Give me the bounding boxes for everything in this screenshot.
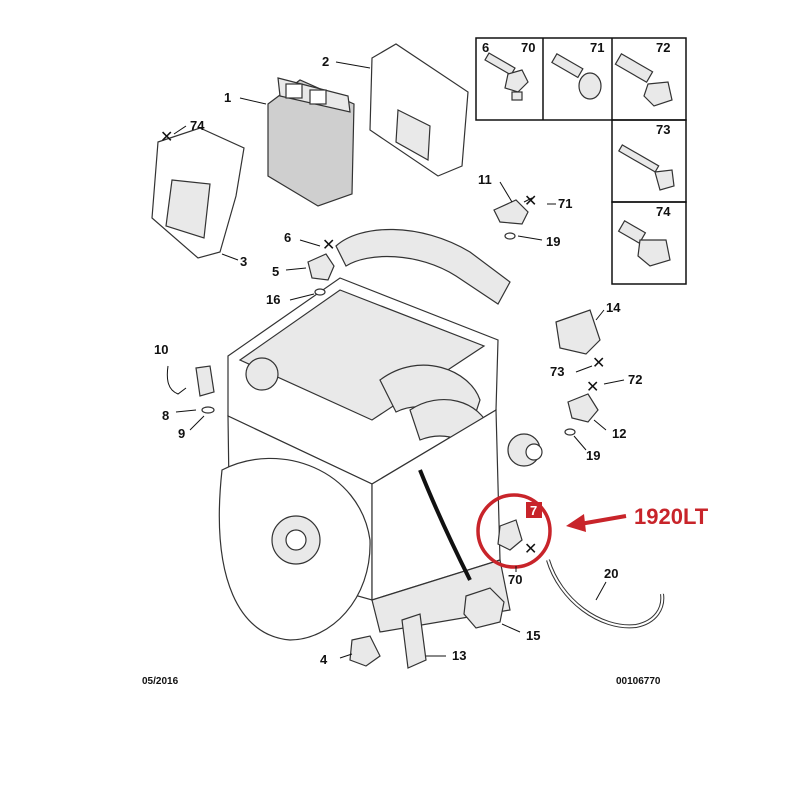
screw-71-icon xyxy=(551,52,602,100)
callout-73: 73 xyxy=(550,364,564,379)
bolt-6-70-icon xyxy=(484,52,529,101)
callout-3: 3 xyxy=(240,254,247,269)
callout-74: 74 xyxy=(190,118,205,133)
part-4-sensor xyxy=(339,635,381,667)
callout-15: 15 xyxy=(526,628,540,643)
table-label-74: 74 xyxy=(656,204,671,219)
part-2-bracket xyxy=(335,43,469,177)
table-label-71: 71 xyxy=(590,40,604,55)
callout-2: 2 xyxy=(322,54,329,69)
cross-marker-71: ✕ xyxy=(524,191,537,210)
part-14-sensor: ✕ ✕ xyxy=(555,309,625,451)
fastener-table: 6 70 71 72 73 74 xyxy=(475,37,687,285)
table-label-72: 72 xyxy=(656,40,670,55)
part-1-ecu xyxy=(239,77,355,207)
part-3-heat-shield: ✕ xyxy=(151,125,245,261)
part-7-highlighted-sensor: ✕ 7 xyxy=(476,493,552,572)
callout-71: 71 xyxy=(558,196,572,211)
marker-label: 7 xyxy=(530,503,537,518)
callout-10: 10 xyxy=(154,342,168,357)
reference-arrow xyxy=(566,514,627,532)
callout-9: 9 xyxy=(178,426,185,441)
callout-72: 72 xyxy=(628,372,642,387)
callout-5: 5 xyxy=(272,264,279,279)
callout-14: 14 xyxy=(606,300,621,315)
cross-marker-74: ✕ xyxy=(160,127,173,146)
callout-70: 70 xyxy=(508,572,522,587)
part-13-bracket xyxy=(401,613,446,669)
callout-19a: 19 xyxy=(546,234,560,249)
engine-block xyxy=(218,228,543,641)
callout-1: 1 xyxy=(224,90,231,105)
cross-marker-6: ✕ xyxy=(322,235,335,254)
callout-11: 11 xyxy=(478,172,492,187)
cross-marker-72: ✕ xyxy=(586,377,599,396)
part-8-sensor xyxy=(166,365,215,431)
screw-72-icon xyxy=(614,52,673,107)
table-label-73: 73 xyxy=(656,122,670,137)
bolt-73-icon xyxy=(617,144,675,191)
callout-4: 4 xyxy=(320,652,328,667)
callout-20: 20 xyxy=(604,566,618,581)
callout-13: 13 xyxy=(452,648,466,663)
part-20-sensor-cable xyxy=(546,559,665,629)
table-label-70: 70 xyxy=(521,40,535,55)
callout-12: 12 xyxy=(612,426,626,441)
bolt-74-icon xyxy=(617,219,671,267)
reference-code: 1920LT xyxy=(634,504,709,529)
footer-code: 00106770 xyxy=(616,676,661,687)
part-11-sensor: ✕ xyxy=(493,181,556,241)
part-15-valve xyxy=(463,587,521,633)
footer-date: 05/2016 xyxy=(142,676,179,687)
cross-marker-70: ✕ xyxy=(524,539,537,558)
table-label-6: 6 xyxy=(482,40,489,55)
callout-8: 8 xyxy=(162,408,169,423)
callout-6: 6 xyxy=(284,230,291,245)
callout-19b: 19 xyxy=(586,448,600,463)
marker-box xyxy=(526,502,542,518)
part-5-sensor: ✕ xyxy=(285,235,335,301)
callout-16: 16 xyxy=(266,292,280,307)
cross-marker-73: ✕ xyxy=(592,353,605,372)
